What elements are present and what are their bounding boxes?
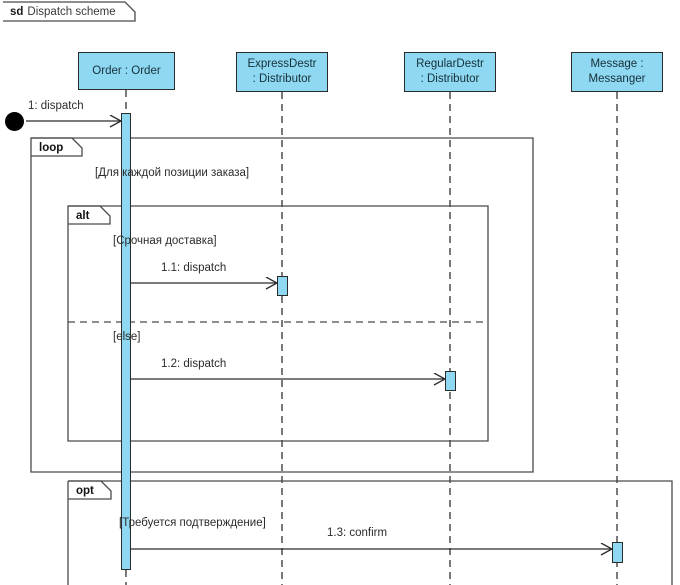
guard-opt: [Требуется подтверждение] (119, 517, 266, 529)
message-label-dispatch-regular: 1.2: dispatch (161, 358, 227, 370)
start-node-icon (5, 112, 24, 131)
diagram-title-text: Dispatch scheme (27, 5, 116, 18)
lifeline-messenger-line2: Messanger (588, 73, 646, 85)
diagram-kind-keyword: sd (10, 5, 24, 18)
fragment-label-loop: loop (39, 141, 64, 154)
lifeline-regular-distributor-line2: : Distributor (420, 73, 480, 85)
guard-loop: [Для каждой позиции заказа] (95, 167, 250, 179)
lifeline-messenger-line1: Message : (590, 58, 644, 70)
activation-messenger (612, 542, 623, 563)
lifeline-regular-distributor-line1: RegularDestr (416, 58, 484, 70)
lifeline-express-distributor-line1: ExpressDestr (247, 58, 317, 70)
activation-regular-distributor (445, 371, 456, 391)
fragment-label-opt: opt (76, 484, 94, 497)
lifeline-order-line1: Order : Order (92, 64, 161, 77)
lifeline-messenger[interactable]: Message : Messanger (571, 52, 663, 92)
activation-express-distributor (277, 276, 288, 296)
message-label-confirm-message: 1.3: confirm (327, 527, 388, 539)
lifeline-express-distributor[interactable]: ExpressDestr : Distributor (236, 52, 328, 92)
loop-fragment-frame (30, 137, 534, 473)
lifeline-dashes (125, 90, 618, 585)
message-label-dispatch-initial: 1: dispatch (28, 100, 84, 112)
lifeline-regular-distributor[interactable]: RegularDestr : Distributor (404, 52, 496, 92)
lifeline-express-distributor-line2: : Distributor (252, 73, 312, 85)
lifeline-order[interactable]: Order : Order (78, 52, 175, 90)
fragment-label-alt: alt (76, 209, 90, 222)
guard-alt: [Срочная доставка] (113, 235, 217, 247)
diagram-title: sd Dispatch scheme (3, 2, 132, 21)
message-label-dispatch-express: 1.1: dispatch (161, 262, 227, 274)
guard-alt-else: [else] (113, 331, 141, 343)
activation-order (121, 113, 131, 570)
